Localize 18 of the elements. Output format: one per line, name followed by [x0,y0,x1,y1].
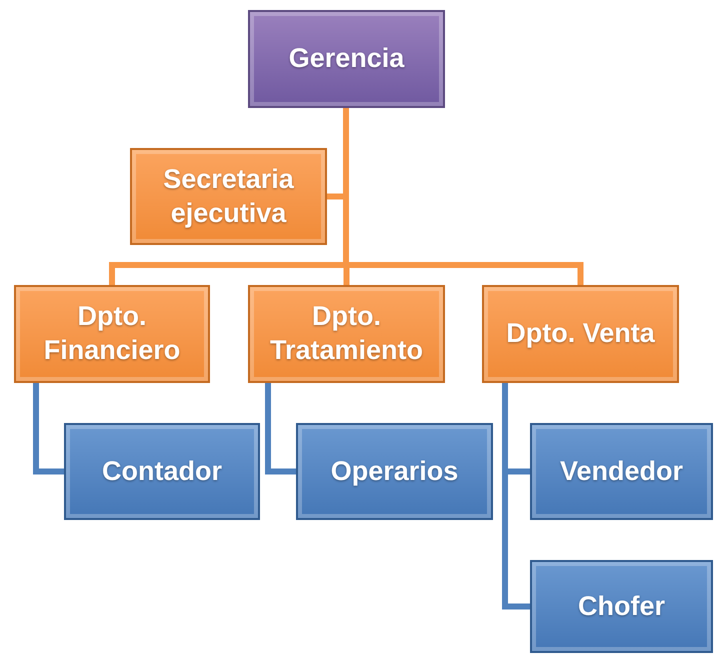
role-box [530,560,713,653]
node-label: Operarios [330,454,460,488]
node-label: Vendedor [558,454,684,488]
role-box [530,423,713,520]
assistant-box [130,148,327,245]
department-box [14,285,210,383]
node-label: Contador [101,454,223,488]
node-label: Chofer [577,590,666,623]
node-label: Dpto. Tratamiento [268,300,424,367]
role-box [296,423,493,520]
role-box [64,423,260,520]
manager-box [248,10,445,108]
node-label: Gerencia [288,42,406,76]
node-label: Secretaria ejecutiva [162,162,295,230]
node-label: Dpto. Venta [505,317,656,350]
department-box [248,285,445,383]
node-label: Dpto. Financiero [42,300,182,367]
department-box [482,285,679,383]
